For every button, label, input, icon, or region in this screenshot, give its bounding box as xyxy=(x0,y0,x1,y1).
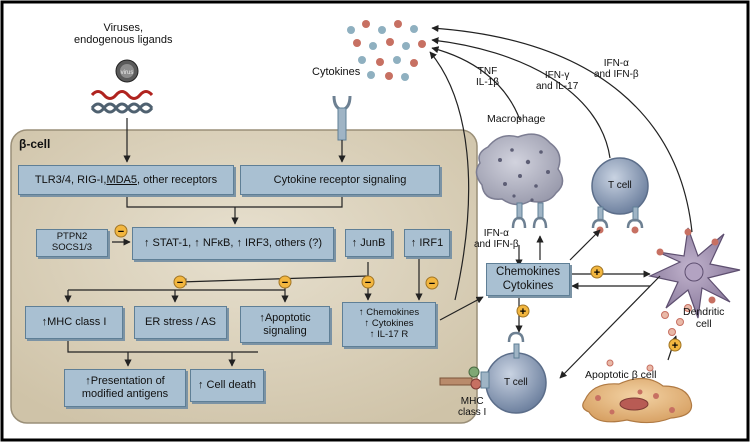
apoptotic-line-2: signaling xyxy=(263,324,307,337)
ifna-top-label: IFN-α and IFN-β xyxy=(594,58,639,80)
minus-sign-ptpn2-text: − xyxy=(118,226,124,238)
apoptotic-beta-cell-label: Apoptotic β cell xyxy=(585,369,657,381)
t-cell-bottom-label: T cell xyxy=(504,377,528,388)
ptpn2-box: PTPN2 SOCS1/3 xyxy=(36,229,108,257)
cytokine-signaling-box: Cytokine receptor signaling xyxy=(240,165,440,195)
class-i-line: class I xyxy=(458,407,487,418)
minus-sign-1-text: − xyxy=(177,277,183,289)
stat-box: ↑ STAT-1, ↑ NFκB, ↑ IRF3, others (?) xyxy=(132,227,334,260)
rna-strand xyxy=(90,90,154,100)
beta-cell-label: β-cell xyxy=(19,137,51,151)
chemokines-small-line-3: ↑ IL-17 R xyxy=(369,328,409,340)
cell-line: cell xyxy=(695,317,712,330)
cytokine-dots xyxy=(347,20,426,81)
tnf-line: TNF xyxy=(477,66,498,77)
trigger-line-2: endogenous ligands xyxy=(74,34,173,47)
dendritic-line: Dendritic xyxy=(683,306,725,318)
presentation-box: ↑Presentation of modified antigens xyxy=(64,369,186,407)
minus-sign-2 xyxy=(278,275,292,289)
chemokines-small-line-1: ↑ Chemokines xyxy=(358,307,420,319)
virus-particle: virus xyxy=(115,59,139,83)
cytokines-label: Cytokines xyxy=(312,66,361,78)
mhc-class-i-box: ↑MHC class I xyxy=(25,306,123,339)
minus-sign-4 xyxy=(425,276,439,290)
chemokines-big-line-2: Cytokines xyxy=(502,279,554,292)
tnf-label: TNF IL-1β xyxy=(476,66,499,88)
regulation-signs: − − − − − + + + xyxy=(114,224,682,352)
minus-sign-4-text: − xyxy=(429,278,435,290)
ifnb-top-line: and IFN-β xyxy=(594,69,639,80)
chemokines-cytokines-box: Chemokines Cytokines xyxy=(486,263,570,296)
receptors-box: TLR3/4, RIG-I, MDA5, other receptors xyxy=(18,165,234,195)
socs-line: SOCS1/3 xyxy=(51,242,93,253)
receptors-text-1: TLR3/4, RIG-I, xyxy=(34,173,107,186)
receptors-text-3: , other receptors xyxy=(137,173,218,186)
il17-line: and IL-17 xyxy=(536,81,579,92)
minus-sign-2-text: − xyxy=(282,277,288,289)
minus-sign-3-text: − xyxy=(365,277,371,289)
dna-helix xyxy=(90,102,154,114)
er-stress-box: ER stress / AS xyxy=(134,306,227,339)
ifna-mid-label: IFN-α and IFN-β xyxy=(474,228,519,250)
irf1-box: ↑ IRF1 xyxy=(404,229,450,257)
dendritic-cell-shape xyxy=(648,227,741,319)
chemokines-big-line-1: Chemokines xyxy=(496,266,560,279)
cell-death-box: ↑ Cell death xyxy=(190,369,264,402)
viral-particle-text: virus xyxy=(121,70,134,76)
macrophage-label: Macrophage xyxy=(487,113,546,125)
ifng-line: IFN-γ xyxy=(544,70,570,81)
minus-sign-ptpn2 xyxy=(114,224,128,238)
trigger-line-1: Viruses, xyxy=(103,22,144,34)
macrophage-cell xyxy=(475,133,564,229)
t-cell-right-shape xyxy=(591,157,649,234)
t-cell-bottom-shape xyxy=(439,331,547,414)
mhc-class-label: MHC class I xyxy=(458,396,486,418)
ptpn2-line: PTPN2 xyxy=(56,231,88,243)
ifna-top-line: IFN-α xyxy=(603,58,629,69)
trigger-label: Viruses, endogenous ligands xyxy=(74,22,172,46)
presentation-line-2: modified antigens xyxy=(81,388,169,400)
plus-sign-tcell xyxy=(516,304,530,318)
plus-sign-apoptotic xyxy=(668,338,682,352)
apoptotic-line-1: ↑Apoptotic xyxy=(259,311,311,324)
presentation-line-1: ↑Presentation of xyxy=(85,375,165,388)
t-cell-right-label: T cell xyxy=(608,180,632,191)
external-arrows xyxy=(429,24,693,379)
plus-sign-apoptotic-text: + xyxy=(672,340,678,352)
ifna-mid-line: IFN-α xyxy=(483,228,509,239)
receptors-text-mda5: MDA5 xyxy=(106,173,137,186)
il1b-line: IL-1β xyxy=(476,77,499,88)
dendritic-cell-label: Dendritic cell xyxy=(683,306,725,330)
minus-sign-3 xyxy=(361,275,375,289)
junb-box: ↑ JunB xyxy=(345,229,392,257)
apoptotic-signaling-box: ↑Apoptotic signaling xyxy=(240,306,330,343)
chemokines-small-line-2: ↑ Cytokines xyxy=(364,318,414,330)
plus-sign-dc-text: + xyxy=(594,267,600,279)
antigen-dots xyxy=(606,304,692,372)
ifng-label: IFN-γ and IL-17 xyxy=(536,70,578,92)
mhc-line: MHC xyxy=(460,396,484,407)
ifnb-mid-line: and IFN-β xyxy=(474,239,519,250)
plus-sign-dc xyxy=(590,265,604,279)
plus-sign-tcell-text: + xyxy=(520,306,526,318)
chemokines-small-box: ↑ Chemokines ↑ Cytokines ↑ IL-17 R xyxy=(342,302,436,347)
apoptotic-beta-cell-shape xyxy=(582,377,693,424)
minus-sign-1 xyxy=(173,275,187,289)
